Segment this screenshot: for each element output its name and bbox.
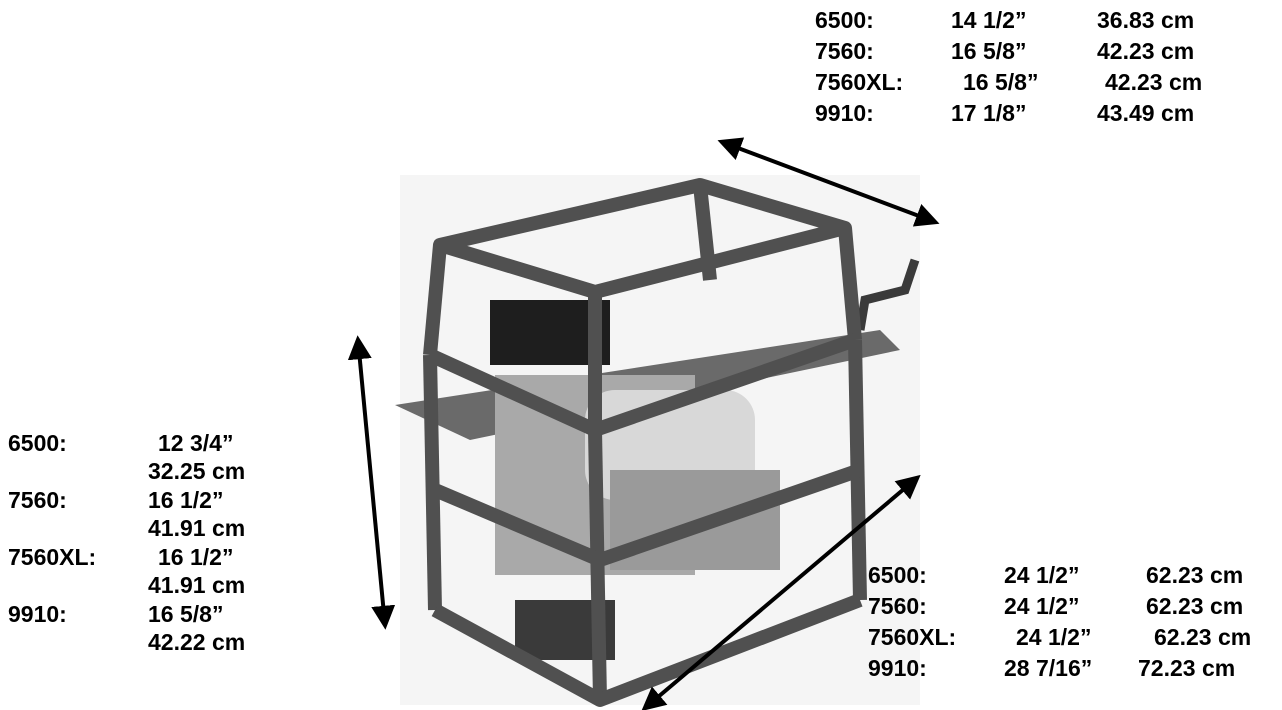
model-label: 7560XL:: [868, 624, 957, 650]
model-label: 7560:: [815, 38, 874, 64]
inch-value: 12 3/4”: [158, 430, 234, 456]
length-arrow: [641, 474, 921, 710]
inch-value: 24 1/2”: [1004, 562, 1080, 588]
inch-value: 16 5/8”: [963, 69, 1039, 95]
width-arrow: [717, 137, 940, 227]
inch-value: 24 1/2”: [1004, 593, 1080, 619]
cm-value: 43.49 cm: [1097, 100, 1195, 126]
cm-value: 41.91 cm: [148, 515, 246, 541]
model-label: 7560:: [8, 487, 67, 513]
model-label: 7560XL:: [8, 544, 97, 570]
model-label: 7560:: [868, 593, 927, 619]
inch-value: 16 5/8”: [951, 38, 1027, 64]
generator-photo: [395, 175, 920, 707]
cm-value: 62.23 cm: [1146, 562, 1244, 588]
model-label: 6500:: [868, 562, 927, 588]
cm-value: 32.25 cm: [148, 458, 246, 484]
model-label: 6500:: [8, 430, 67, 456]
inch-value: 14 1/2”: [951, 7, 1027, 33]
model-label: 9910:: [868, 655, 927, 681]
inch-value: 24 1/2”: [1016, 624, 1092, 650]
inch-value: 28 7/16”: [1004, 655, 1093, 681]
inch-value: 17 1/8”: [951, 100, 1027, 126]
cm-value: 62.23 cm: [1154, 624, 1252, 650]
model-label: 9910:: [8, 601, 67, 627]
cm-value: 42.23 cm: [1105, 69, 1203, 95]
inch-value: 16 5/8”: [148, 601, 224, 627]
model-label: 7560XL:: [815, 69, 904, 95]
inch-value: 16 1/2”: [148, 487, 224, 513]
cm-value: 72.23 cm: [1138, 655, 1236, 681]
model-label: 6500:: [815, 7, 874, 33]
inch-value: 16 1/2”: [158, 544, 234, 570]
cm-value: 36.83 cm: [1097, 7, 1195, 33]
cm-value: 42.23 cm: [1097, 38, 1195, 64]
height-arrow: [347, 335, 396, 630]
model-label: 9910:: [815, 100, 874, 126]
cm-value: 62.23 cm: [1146, 593, 1244, 619]
cm-value: 41.91 cm: [148, 572, 246, 598]
cm-value: 42.22 cm: [148, 629, 246, 655]
